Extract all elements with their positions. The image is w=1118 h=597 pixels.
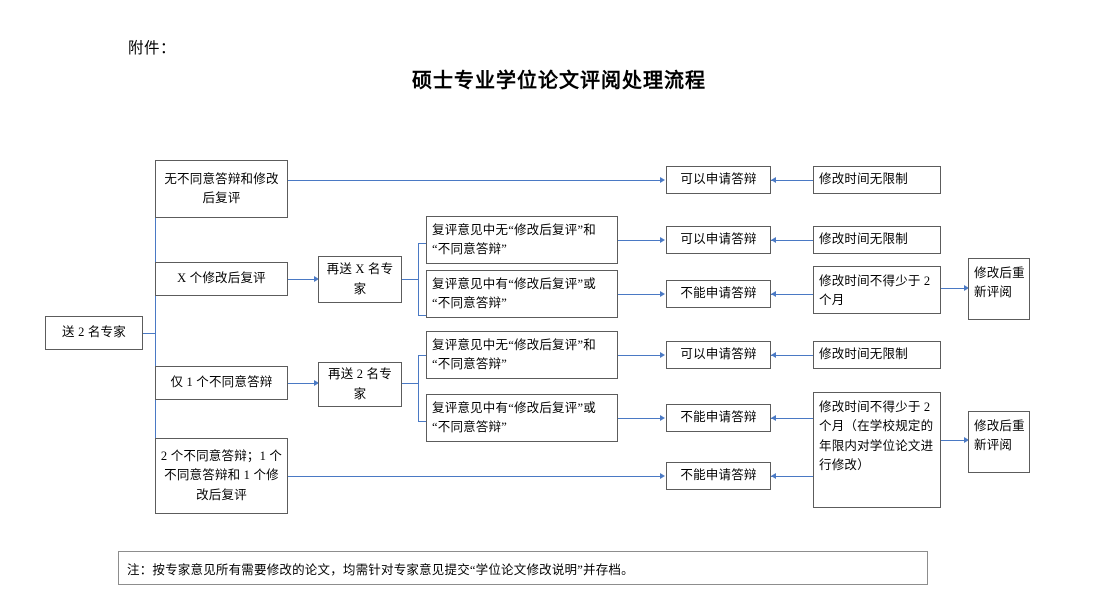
connector-outcome3-to-resend2	[288, 383, 315, 384]
flow-box-outcome-one-objection-label: 仅 1 个不同意答辩	[170, 375, 273, 390]
flow-box-resend-2-experts-label: 再送 2 名专家	[328, 367, 392, 401]
connector-time4-to-defense4	[771, 355, 813, 356]
flow-box-outcome-no-objection[interactable]: 无不同意答辩和修改后复评	[155, 160, 288, 218]
flow-box-time-unlimited-3[interactable]: 修改时间无限制	[813, 341, 941, 369]
flow-box-defense-denied-3[interactable]: 不能申请答辩	[666, 462, 771, 490]
connector-start-to-trunk	[143, 333, 156, 334]
flow-box-defense-denied-1[interactable]: 不能申请答辩	[666, 280, 771, 308]
flow-box-time-unlimited-2[interactable]: 修改时间无限制	[813, 226, 941, 254]
flow-box-time-min-2months-school[interactable]: 修改时间不得少于 2 个月（在学校规定的年限内对学位论文进行修改）	[813, 392, 941, 508]
flow-box-resend-x-experts[interactable]: 再送 X 名专家	[318, 256, 402, 303]
flow-box-time-unlimited-3-label: 修改时间无限制	[819, 347, 908, 362]
flow-box-defense-denied-1-label: 不能申请答辩	[680, 286, 757, 301]
footer-note-text: 注：按专家意见所有需要修改的论文，均需针对专家意见提交“学位论文修改说明”并存档…	[127, 562, 634, 577]
connector-time2-to-defense2	[771, 240, 813, 241]
flow-box-time-unlimited-1[interactable]: 修改时间无限制	[813, 166, 941, 194]
page-title: 硕士专业学位论文评阅处理流程	[412, 70, 706, 92]
flow-box-review-none-1-label: 复评意见中无“修改后复评”和“不同意答辩”	[432, 222, 596, 256]
flow-box-defense-allowed-3-label: 可以申请答辩	[680, 347, 757, 362]
flow-box-defense-allowed-1-label: 可以申请答辩	[680, 172, 757, 187]
flow-box-time-unlimited-1-label: 修改时间无限制	[819, 172, 908, 187]
connector-trunk-vertical	[155, 180, 156, 476]
connector-resend2-to-review3	[418, 355, 426, 356]
connector-time3-to-rereview1	[941, 288, 965, 289]
flow-box-defense-denied-2[interactable]: 不能申请答辩	[666, 404, 771, 432]
flow-box-resend-x-experts-label: 再送 X 名专家	[326, 262, 394, 296]
arrow-into-defense1-from-time	[771, 176, 776, 183]
flow-box-time-min-2months-school-label: 修改时间不得少于 2 个月（在学校规定的年限内对学位论文进行修改）	[819, 400, 934, 473]
flow-box-defense-denied-2-label: 不能申请答辩	[680, 410, 757, 425]
flow-box-review-none-2-label: 复评意见中无“修改后复评”和“不同意答辩”	[432, 337, 596, 371]
arrow-into-defense4-from-time	[771, 351, 776, 358]
flow-box-outcome-x-revise[interactable]: X 个修改后复评	[155, 262, 288, 296]
connector-time3-to-defense3	[771, 294, 813, 295]
flow-box-re-review-2-label: 修改后重新评阅	[974, 419, 1025, 453]
flow-box-review-has-1-label: 复评意见中有“修改后复评”或“不同意答辩”	[432, 276, 596, 310]
flow-box-defense-denied-3-label: 不能申请答辩	[680, 468, 757, 483]
arrow-into-rereview2	[964, 436, 969, 443]
flow-box-outcome-two-objection-label: 2 个不同意答辩；1 个不同意答辩和 1 个修改后复评	[160, 448, 283, 502]
flow-box-re-review-1-label: 修改后重新评阅	[974, 266, 1025, 300]
connector-outcome2-to-resend1	[288, 279, 315, 280]
connector-resend1-out	[402, 279, 418, 280]
connector-resend1-to-review1	[418, 243, 426, 244]
arrow-into-defense1	[660, 176, 665, 183]
arrow-into-defense2	[660, 236, 665, 243]
flow-box-review-none-1[interactable]: 复评意见中无“修改后复评”和“不同意答辩”	[426, 216, 618, 264]
flow-box-review-has-1[interactable]: 复评意见中有“修改后复评”或“不同意答辩”	[426, 270, 618, 318]
connector-resend2-out	[402, 383, 418, 384]
arrow-into-defense4	[660, 351, 665, 358]
flow-box-outcome-no-objection-label: 无不同意答辩和修改后复评	[164, 171, 279, 205]
footer-note-box: 注：按专家意见所有需要修改的论文，均需针对专家意见提交“学位论文修改说明”并存档…	[118, 551, 928, 585]
arrow-into-defense2-from-time	[771, 236, 776, 243]
connector-review2-to-defense3	[618, 294, 661, 295]
flow-box-outcome-one-objection[interactable]: 仅 1 个不同意答辩	[155, 366, 288, 400]
arrow-into-defense5-from-time	[771, 414, 776, 421]
connector-resend2-split	[418, 355, 419, 421]
flow-box-review-none-2[interactable]: 复评意见中无“修改后复评”和“不同意答辩”	[426, 331, 618, 379]
flow-box-resend-2-experts[interactable]: 再送 2 名专家	[318, 362, 402, 407]
arrow-into-defense6-from-time	[771, 472, 776, 479]
connector-time5-to-defense5	[771, 418, 813, 419]
connector-time5-to-defense6	[771, 476, 813, 477]
flow-box-defense-allowed-3[interactable]: 可以申请答辩	[666, 341, 771, 369]
flow-box-re-review-1[interactable]: 修改后重新评阅	[968, 258, 1030, 320]
connector-review4-to-defense5	[618, 418, 661, 419]
connector-resend1-to-review2	[418, 315, 426, 316]
attachment-label: 附件：	[128, 40, 177, 57]
flow-box-defense-allowed-2-label: 可以申请答辩	[680, 232, 757, 247]
flow-box-re-review-2[interactable]: 修改后重新评阅	[968, 411, 1030, 473]
arrow-into-rereview1	[964, 284, 969, 291]
arrow-into-defense3	[660, 290, 665, 297]
flow-box-outcome-two-objection[interactable]: 2 个不同意答辩；1 个不同意答辩和 1 个修改后复评	[155, 438, 288, 514]
connector-resend2-to-review4	[418, 421, 426, 422]
arrow-into-resend1	[314, 275, 319, 282]
flow-box-review-has-2[interactable]: 复评意见中有“修改后复评”或“不同意答辩”	[426, 394, 618, 442]
arrow-into-defense5	[660, 414, 665, 421]
flow-box-start[interactable]: 送 2 名专家	[45, 316, 143, 350]
flow-box-time-min-2months[interactable]: 修改时间不得少于 2 个月	[813, 266, 941, 314]
flow-box-time-unlimited-2-label: 修改时间无限制	[819, 232, 908, 247]
flow-box-outcome-x-revise-label: X 个修改后复评	[177, 271, 266, 286]
flow-box-defense-allowed-1[interactable]: 可以申请答辩	[666, 166, 771, 194]
flow-box-defense-allowed-2[interactable]: 可以申请答辩	[666, 226, 771, 254]
flow-box-start-label: 送 2 名专家	[62, 325, 126, 340]
arrow-into-resend2	[314, 379, 319, 386]
connector-outcome1-to-defense1	[288, 180, 661, 181]
connector-review1-to-defense2	[618, 240, 661, 241]
arrow-into-defense3-from-time	[771, 290, 776, 297]
connector-resend1-split	[418, 243, 419, 315]
flow-box-time-min-2months-label: 修改时间不得少于 2 个月	[819, 274, 931, 308]
flow-box-review-has-2-label: 复评意见中有“修改后复评”或“不同意答辩”	[432, 400, 596, 434]
arrow-into-defense6	[660, 472, 665, 479]
connector-time5-to-rereview2	[941, 440, 965, 441]
connector-review3-to-defense4	[618, 355, 661, 356]
connector-time1-to-defense1	[771, 180, 813, 181]
connector-outcome4-to-defense6	[288, 476, 661, 477]
